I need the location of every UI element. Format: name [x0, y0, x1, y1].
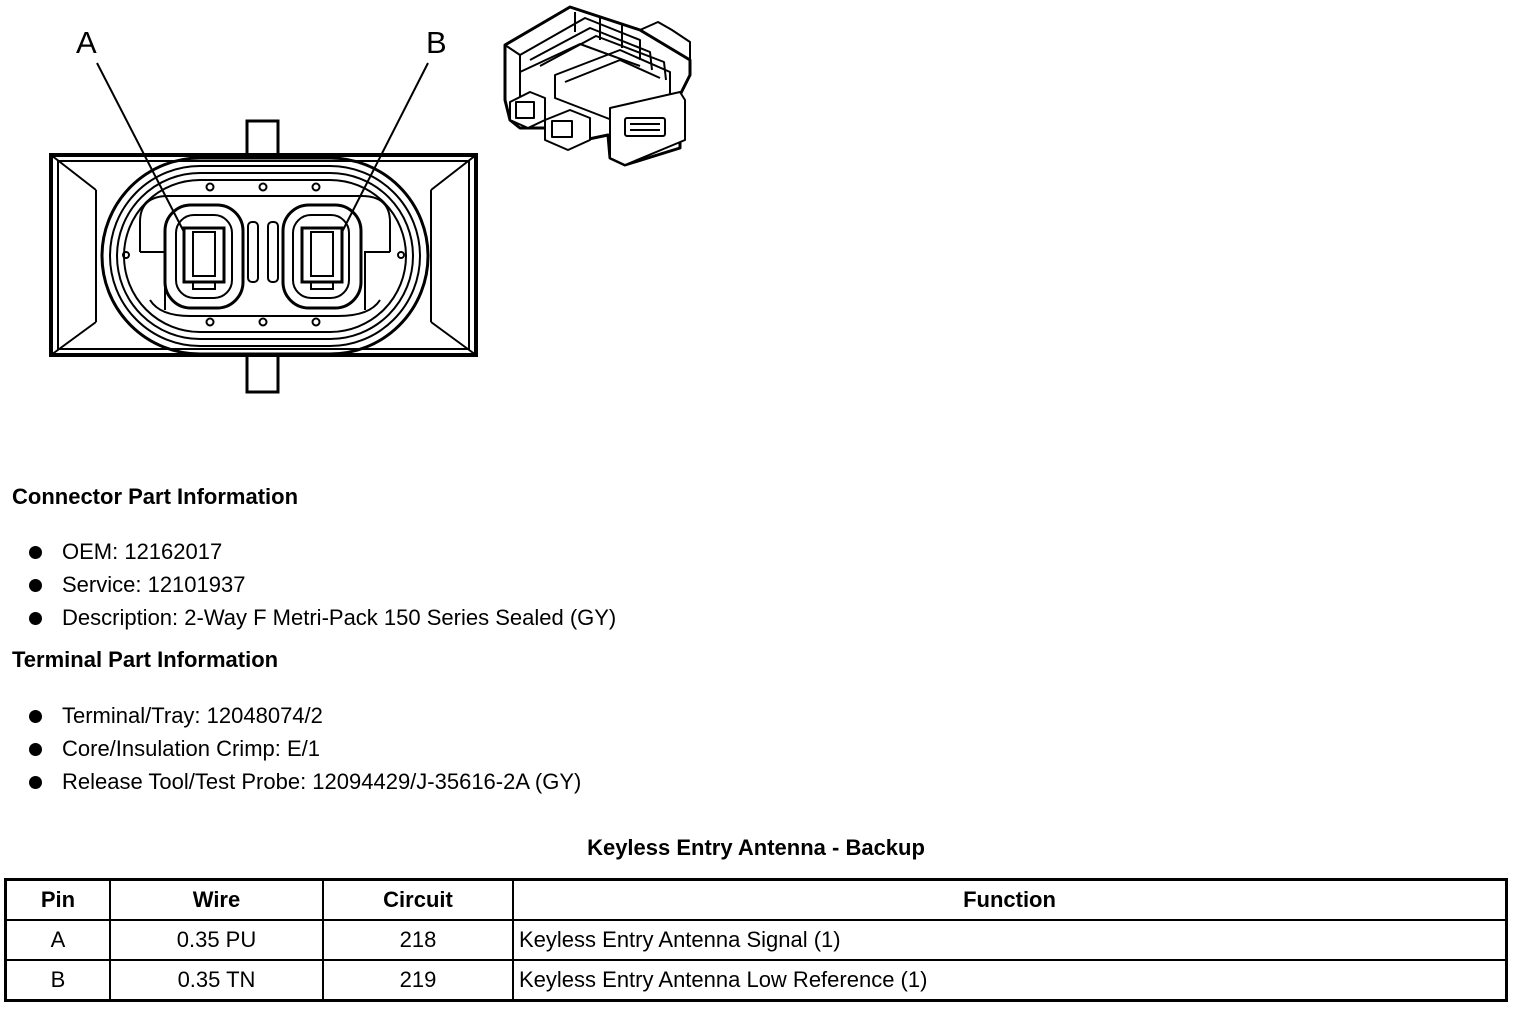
terminal-part-info-heading: Terminal Part Information [12, 647, 279, 672]
cell-wire: 0.35 TN [109, 959, 324, 1001]
cavity-a [163, 203, 245, 310]
locator-dots [122, 182, 405, 327]
list-item: Terminal/Tray: 12048074/2 [28, 702, 581, 735]
bullet-icon [29, 743, 42, 756]
column-header-wire: Wire [109, 879, 324, 921]
leader-line-b [341, 62, 429, 233]
connector-part-info-heading: Connector Part Information [12, 484, 299, 509]
connector-isometric-view [503, 5, 692, 167]
list-item: Core/Insulation Crimp: E/1 [28, 735, 581, 768]
cell-pin: A [5, 919, 111, 961]
cell-pin: B [5, 959, 111, 1001]
column-header-pin: Pin [5, 879, 111, 921]
connector-part-info-list: OEM: 12162017 Service: 12101937 Descript… [28, 538, 616, 637]
cell-function: Keyless Entry Antenna Signal (1) [512, 919, 1507, 961]
table-header-row: Pin Wire Circuit Function [5, 879, 1507, 921]
terminal-part-info-list: Terminal/Tray: 12048074/2 Core/Insulatio… [28, 702, 581, 801]
leader-line-a [96, 62, 185, 233]
cell-circuit: 218 [322, 919, 514, 961]
table-row: A 0.35 PU 218 Keyless Entry Antenna Sign… [5, 919, 1507, 961]
bullet-icon [29, 776, 42, 789]
bullet-icon [29, 579, 42, 592]
cell-function: Keyless Entry Antenna Low Reference (1) [512, 959, 1507, 1001]
connector-face-view [49, 119, 478, 394]
list-item: OEM: 12162017 [28, 538, 616, 571]
list-item: Release Tool/Test Probe: 12094429/J-3561… [28, 768, 581, 801]
bullet-icon [29, 546, 42, 559]
cavity-b [281, 203, 363, 310]
connector-drawing: A B [49, 5, 692, 394]
pinout-table: Pin Wire Circuit Function A 0.35 PU 218 … [4, 878, 1508, 1002]
table-title: Keyless Entry Antenna - Backup [587, 835, 925, 860]
cell-circuit: 219 [322, 959, 514, 1001]
pin-label-b: B [426, 25, 447, 60]
pin-label-a: A [76, 25, 97, 60]
column-header-function: Function [512, 879, 1507, 921]
bullet-icon [29, 612, 42, 625]
table-row: B 0.35 TN 219 Keyless Entry Antenna Low … [5, 959, 1507, 1001]
bullet-icon [29, 710, 42, 723]
cell-wire: 0.35 PU [109, 919, 324, 961]
list-item: Description: 2-Way F Metri-Pack 150 Seri… [28, 604, 616, 637]
column-header-circuit: Circuit [322, 879, 514, 921]
list-item: Service: 12101937 [28, 571, 616, 604]
